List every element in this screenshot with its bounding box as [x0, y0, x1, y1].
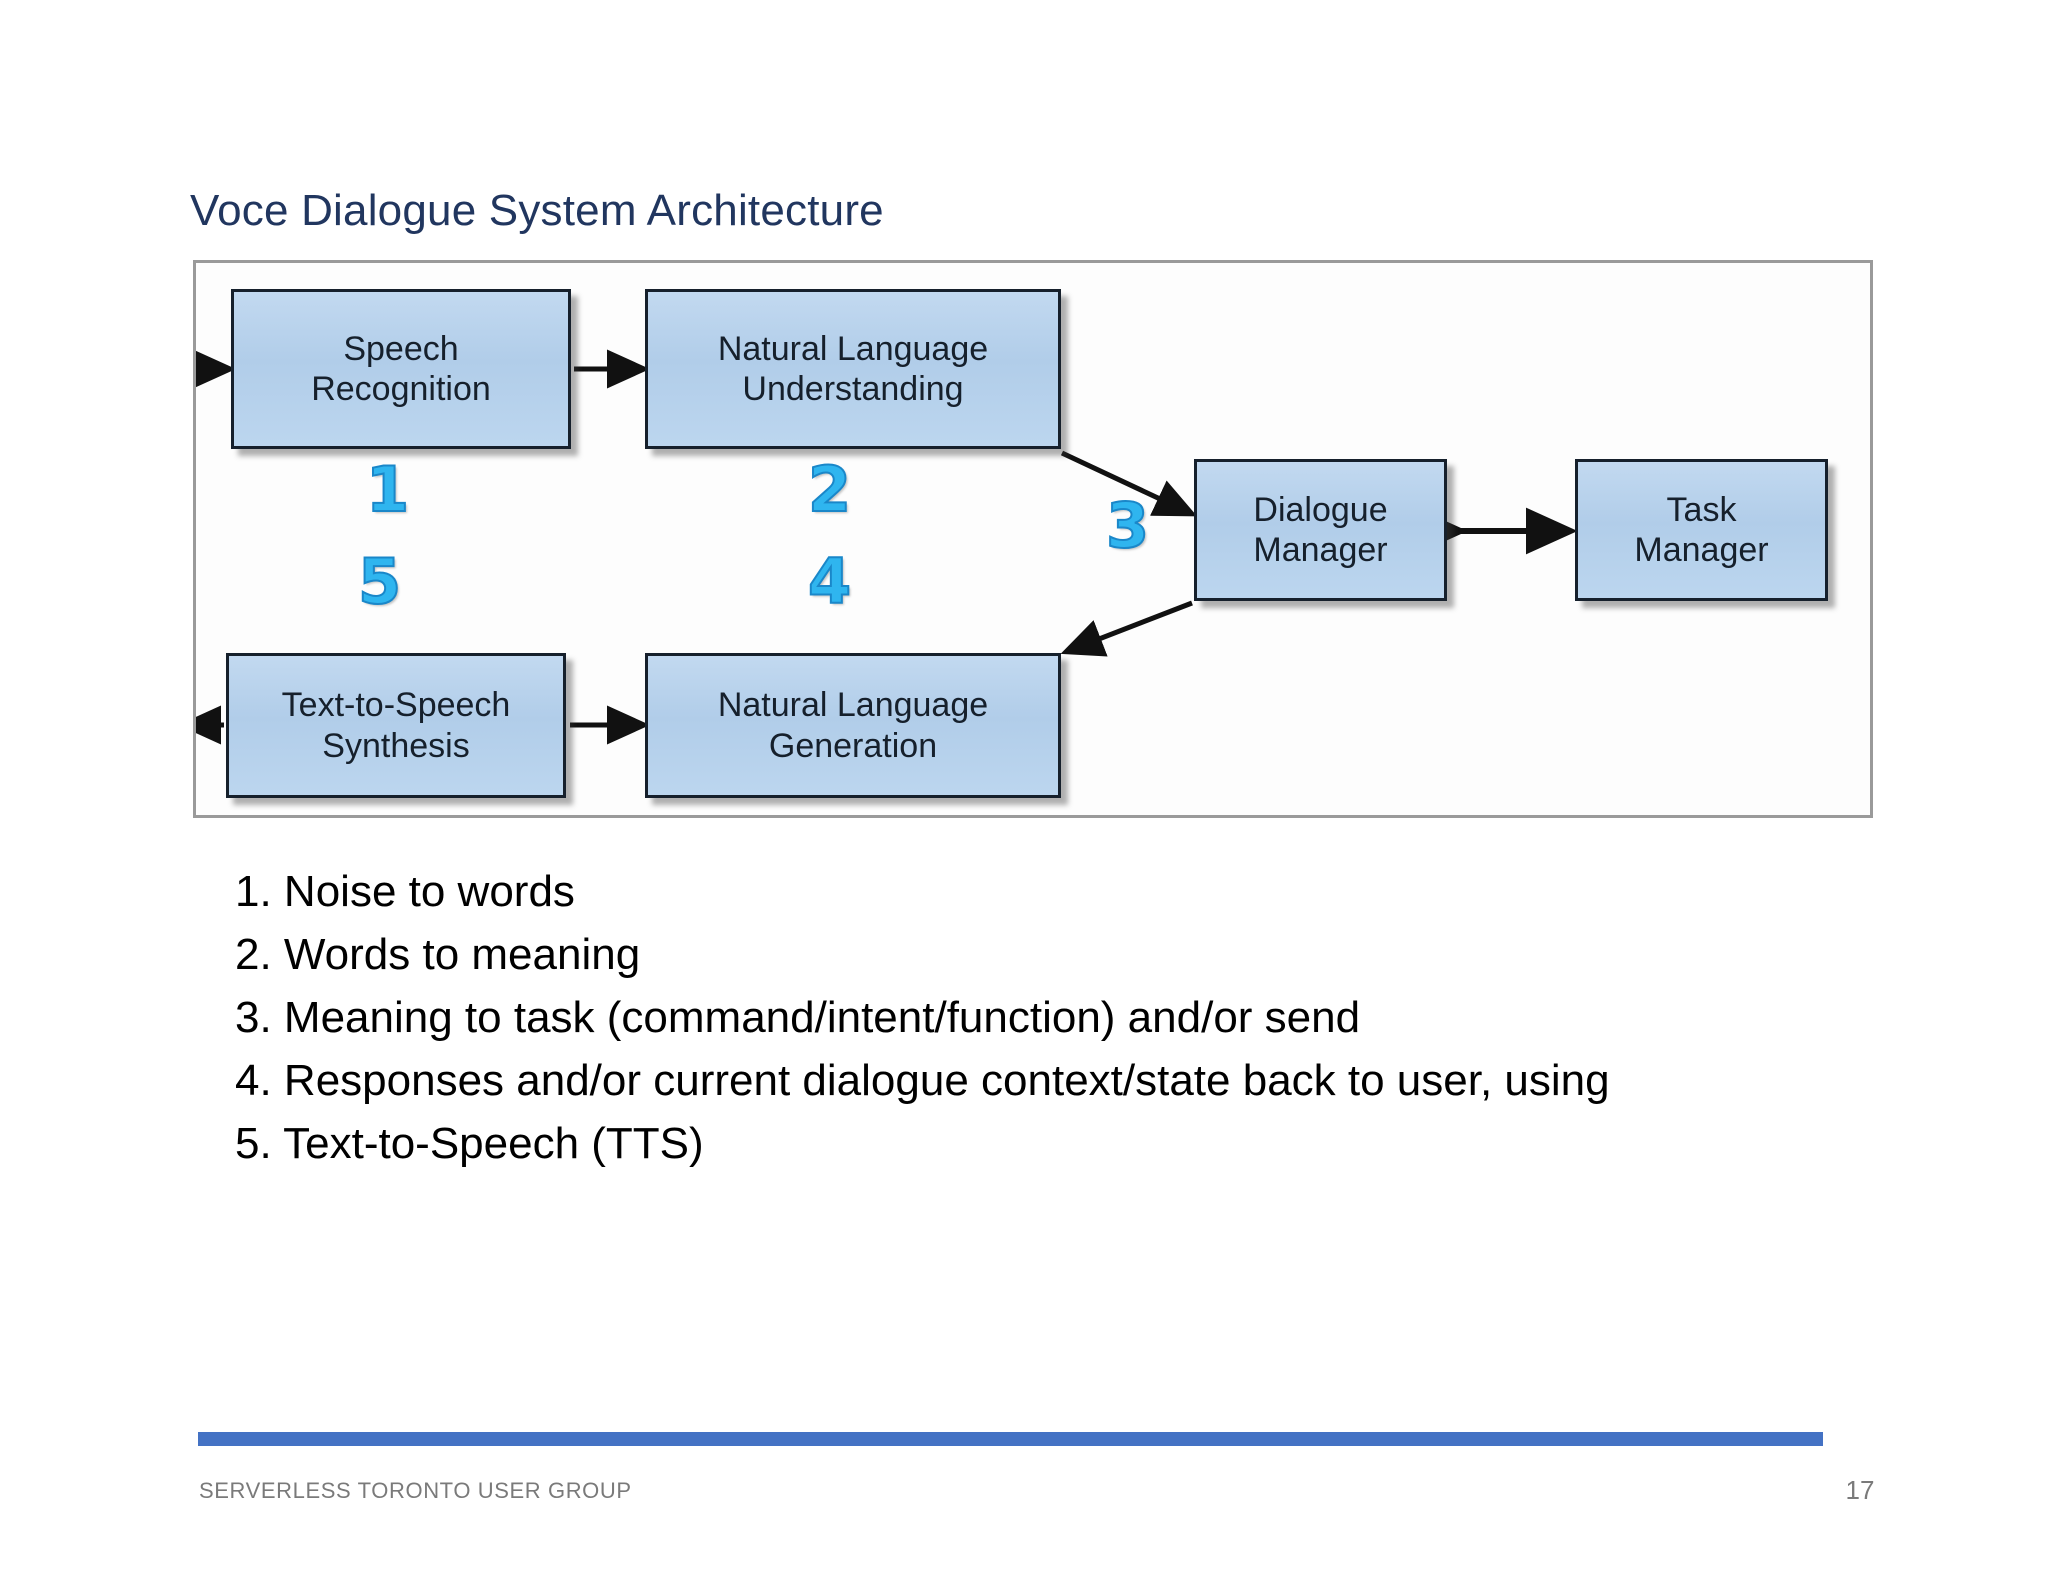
box-label-line2: Generation — [768, 726, 938, 765]
box-label-line2: Understanding — [742, 370, 964, 408]
box-label-line2: Recognition — [311, 370, 491, 408]
diagram-box-natural-language-generation[interactable]: Natural Language Generation — [645, 653, 1061, 798]
box-label-line2: Manager — [1634, 531, 1769, 569]
steps-list: 1. Noise to words 2. Words to meaning 3.… — [235, 870, 1735, 1185]
diagram-box-natural-language-understanding[interactable]: Natural Language Understanding — [645, 289, 1061, 449]
footer-label: SERVERLESS TORONTO USER GROUP — [199, 1478, 632, 1503]
diagram-canvas: Speech Recognition Natural Language Unde… — [196, 263, 1870, 815]
diagram-box-task-manager[interactable]: Task Manager — [1575, 459, 1828, 601]
step-number-2: 2 — [807, 453, 852, 526]
footer-accent-bar — [198, 1432, 1823, 1446]
box-label-line1: Dialogue — [1253, 490, 1388, 529]
architecture-diagram: Speech Recognition Natural Language Unde… — [193, 260, 1873, 818]
box-label-line1: Text-to-Speech — [281, 686, 511, 725]
list-item: 3. Meaning to task (command/intent/funct… — [235, 993, 1361, 1042]
page-title: Voce Dialogue System Architecture — [190, 186, 884, 235]
box-label-line1: Natural Language — [717, 329, 989, 368]
step-number-3: 3 — [1105, 489, 1150, 562]
box-label-line2: Synthesis — [322, 726, 470, 765]
diagram-box-dialogue-manager[interactable]: Dialogue Manager — [1194, 459, 1447, 601]
step-number-5: 5 — [357, 545, 402, 618]
list-item: 1. Noise to words — [235, 867, 575, 916]
box-label-line1: Task — [1666, 490, 1737, 529]
box-label-line1: Speech — [343, 329, 459, 368]
box-label-line1: Natural Language — [717, 686, 989, 725]
list-item: 4. Responses and/or current dialogue con… — [235, 1056, 1610, 1105]
page-number: 17 — [1845, 1475, 1875, 1505]
step-number-1: 1 — [365, 453, 410, 526]
step-number-4: 4 — [807, 545, 852, 618]
diagram-box-text-to-speech-synthesis[interactable]: Text-to-Speech Synthesis — [226, 653, 566, 798]
arrow-dialogue-manager-to-nlg — [1060, 600, 1193, 657]
list-item: 2. Words to meaning — [235, 930, 641, 979]
box-label-line2: Manager — [1253, 531, 1388, 569]
list-item: 5. Text-to-Speech (TTS) — [235, 1119, 704, 1168]
diagram-box-speech-recognition[interactable]: Speech Recognition — [231, 289, 571, 449]
